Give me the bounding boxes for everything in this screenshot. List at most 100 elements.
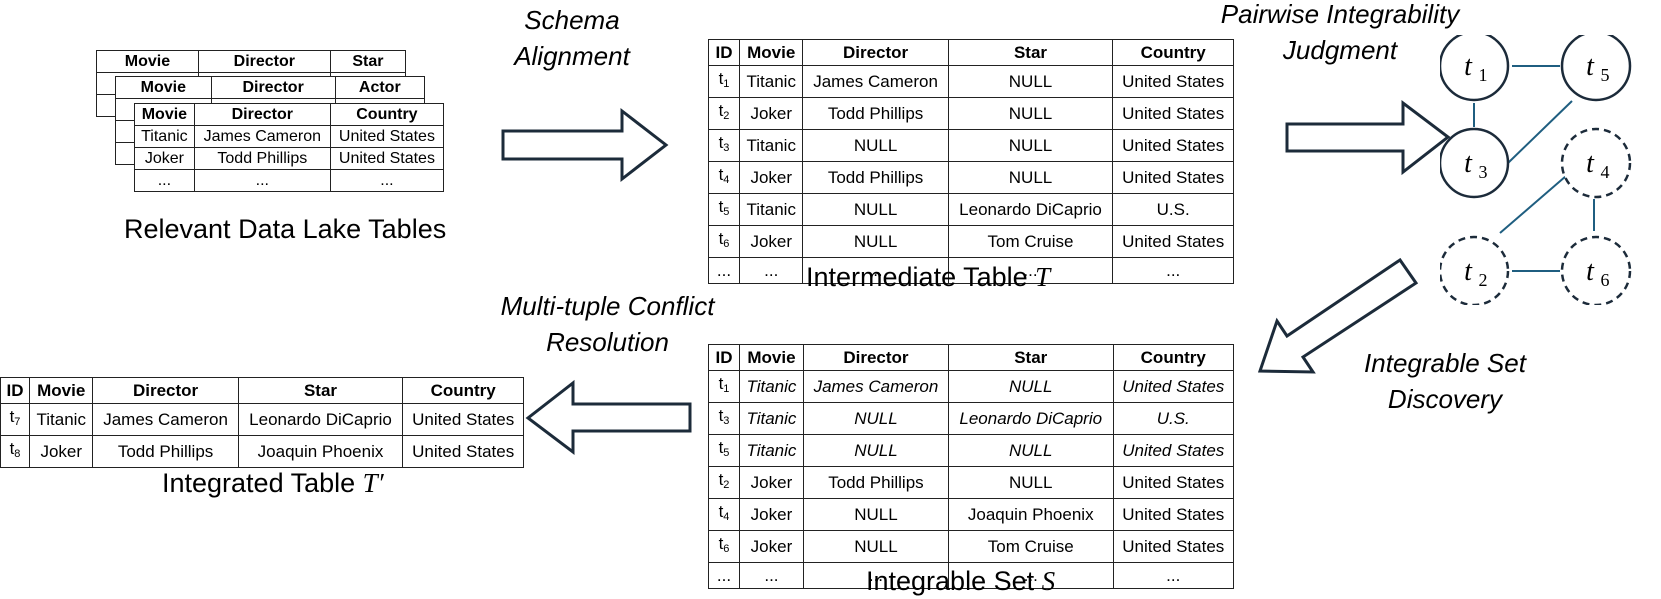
id-cell: t4 — [708, 498, 740, 531]
table-cell: Joker — [28, 435, 94, 468]
table-cell: NULL — [802, 530, 949, 563]
id-subscript: 4 — [723, 174, 730, 186]
table-cell: Leonardo DiCaprio — [237, 403, 404, 436]
table-cell: United States — [1112, 530, 1234, 563]
id-subscript: 6 — [723, 543, 730, 555]
caption-text: Intermediate Table — [806, 262, 1028, 292]
table-cell: United States — [1112, 498, 1234, 531]
header-cell: Director — [802, 39, 949, 66]
table-cell: NULL — [802, 402, 949, 435]
step-line: Pairwise Integrability — [1220, 0, 1460, 29]
id-cell: t2 — [708, 466, 740, 499]
header-cell: Director — [802, 344, 949, 371]
id-text: t — [718, 69, 724, 88]
table-cell: ... — [802, 257, 949, 284]
id-cell: t1 — [708, 370, 740, 403]
header-cell: Star — [947, 39, 1114, 66]
integrated-caption: Integrated Table T′ — [162, 468, 384, 499]
table-cell: Titanic — [738, 193, 804, 226]
node-label: t — [1586, 256, 1595, 287]
graph-node — [1440, 35, 1510, 102]
table-cell: Joker — [738, 161, 804, 194]
table-cell: Joaquin Phoenix — [947, 498, 1114, 531]
caption-text: Integrated Table — [162, 468, 356, 498]
step-line: Discovery — [1387, 384, 1503, 414]
table-cell: NULL — [947, 161, 1114, 194]
id-text: t — [718, 229, 724, 248]
table-cell: NULL — [802, 498, 949, 531]
id-cell: t5 — [708, 193, 740, 226]
node-subscript: 2 — [1479, 270, 1488, 290]
id-subscript: 1 — [723, 383, 730, 395]
table-cell: ... — [134, 169, 195, 192]
header-cell: Star — [947, 344, 1114, 371]
step-line: Schema — [524, 5, 620, 35]
table-cell: ... — [947, 257, 1114, 284]
node-subscript: 5 — [1601, 65, 1610, 85]
table-cell: Joker — [739, 466, 804, 499]
table-cell: United States — [329, 147, 445, 170]
table-cell: NULL — [947, 466, 1114, 499]
graph-node — [1440, 235, 1510, 305]
table-cell: NULL — [802, 225, 949, 258]
id-cell: t6 — [708, 530, 740, 563]
integrable-set-caption: Integrable Set S — [866, 566, 1055, 597]
table-cell: ... — [802, 562, 949, 589]
table-cell: United States — [402, 403, 524, 436]
table-cell: NULL — [802, 129, 949, 162]
id-cell: t3 — [708, 129, 740, 162]
table-cell: United States — [402, 435, 524, 468]
step-line: Integrable Set — [1364, 348, 1526, 378]
caption-symbol: T′ — [362, 468, 384, 498]
table-cell: James Cameron — [193, 125, 331, 148]
graph-node — [1560, 35, 1632, 102]
id-subscript: 2 — [723, 110, 730, 122]
node-subscript: 6 — [1601, 270, 1610, 290]
header-cell: ID — [0, 377, 30, 404]
id-text: t — [718, 502, 724, 521]
id-text: ... — [716, 566, 732, 585]
id-cell: t6 — [708, 225, 740, 258]
id-text: t — [718, 197, 724, 216]
table-cell: NULL — [947, 65, 1114, 98]
header-cell: Movie — [738, 39, 804, 66]
table-cell: U.S. — [1112, 402, 1234, 435]
integrable-set-discovery-label: Integrable Set Discovery — [1345, 345, 1545, 417]
id-subscript: 7 — [14, 416, 21, 428]
id-subscript: 5 — [723, 447, 730, 459]
id-subscript: 3 — [723, 142, 730, 154]
table-cell: ... — [947, 562, 1114, 589]
table-cell: Titanic — [739, 370, 804, 403]
table-row: ............... — [708, 257, 1234, 284]
left-arrow-icon — [525, 379, 692, 456]
table-cell: United States — [1112, 161, 1234, 194]
table-cell: Joker — [739, 498, 804, 531]
table-cell: NULL — [802, 193, 949, 226]
intermediate-caption: Intermediate Table T — [806, 262, 1050, 293]
id-cell: t3 — [708, 402, 740, 435]
id-cell: ... — [708, 257, 740, 284]
right-arrow-icon — [501, 107, 669, 183]
id-subscript: 5 — [723, 206, 730, 218]
caption-symbol: S — [1041, 566, 1056, 596]
table-cell: NULL — [947, 129, 1114, 162]
table-cell: United States — [1112, 434, 1234, 467]
step-line: Judgment — [1282, 35, 1398, 65]
table-cell: Todd Phillips — [92, 435, 239, 468]
table-cell: James Cameron — [92, 403, 239, 436]
id-subscript: 1 — [723, 78, 730, 90]
graph-node — [1440, 127, 1510, 199]
